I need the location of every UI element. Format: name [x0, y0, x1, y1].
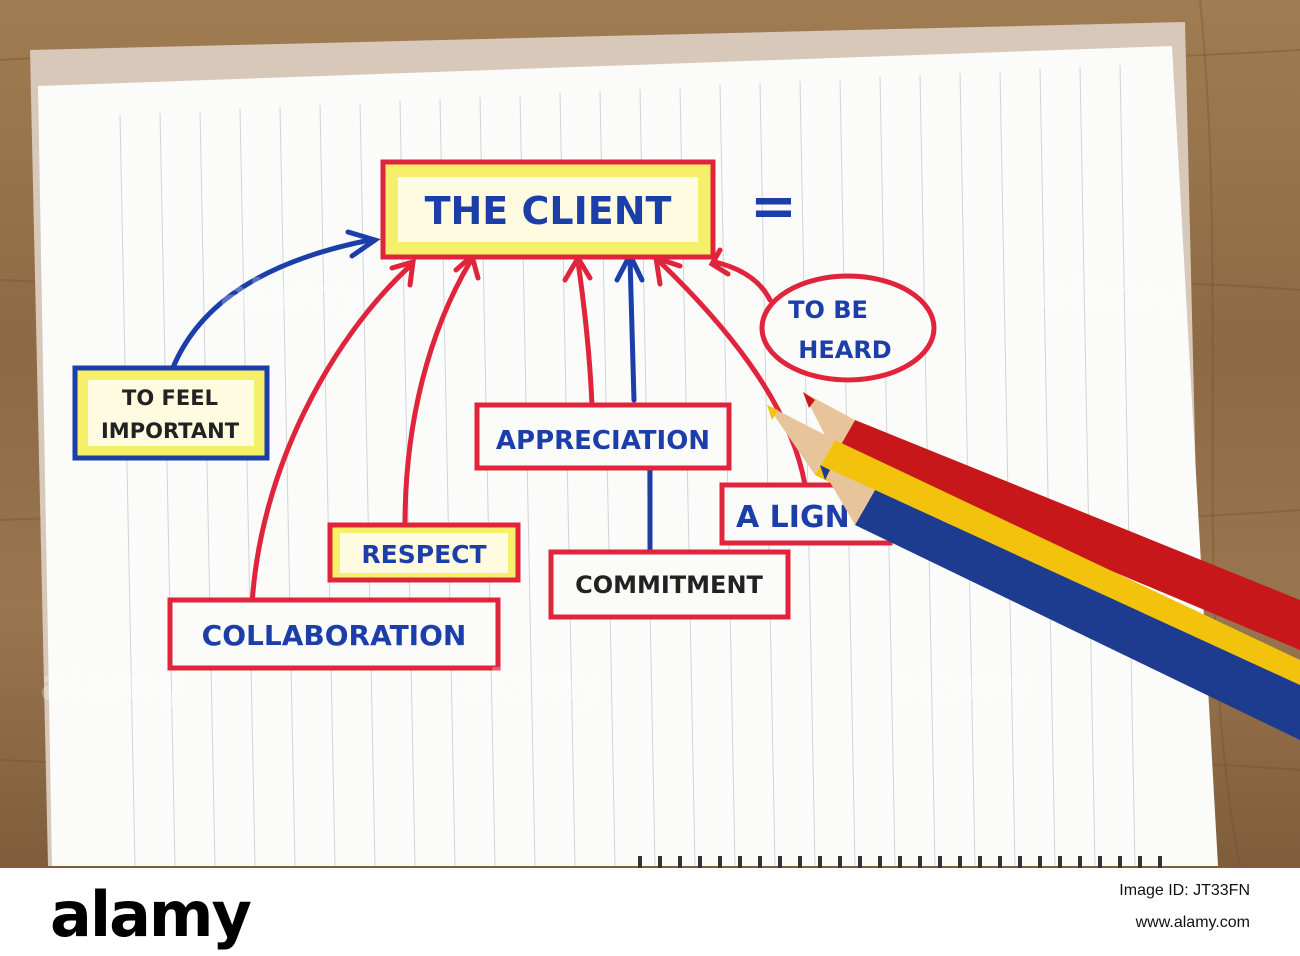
image-id: Image ID: JT33FN — [1119, 882, 1250, 899]
arrow-alignment — [657, 259, 808, 488]
footer-bar: alamy Image ID: JT33FN www.alamy.com — [0, 868, 1300, 956]
red-pencil — [835, 420, 1300, 650]
feel-important-line2: IMPORTANT — [101, 419, 240, 443]
collaboration-label: COLLABORATION — [202, 619, 467, 652]
collaboration-box — [167, 597, 501, 671]
notebook-scene: = THE CLIENT TO FEEL IMPORTANT TO BE HEA… — [0, 0, 1300, 868]
alamy-logo: alamy — [50, 878, 252, 951]
diagram-arrows — [169, 229, 808, 608]
blue-pencil — [855, 490, 1300, 740]
heard-line2: HEARD — [798, 336, 891, 364]
commitment-label: COMMITMENT — [575, 571, 763, 599]
alignment-label: A LIGN — [736, 500, 850, 535]
yellow-pencil-tip — [767, 405, 835, 475]
heard-bubble — [759, 273, 937, 383]
spiral-binding — [638, 856, 1162, 868]
arrow-commitment — [627, 255, 637, 403]
client-label: THE CLIENT — [425, 189, 672, 233]
heard-line1: TO BE — [788, 296, 868, 324]
arrow-appreciation — [575, 259, 595, 408]
red-pencil-tip — [803, 392, 855, 455]
commitment-box — [548, 549, 791, 620]
footer-url: www.alamy.com — [1135, 914, 1250, 931]
respect-label: RESPECT — [361, 540, 486, 569]
appreciation-box — [474, 402, 732, 471]
arrow-feel-important — [169, 237, 373, 373]
feel-important-line1: TO FEEL — [122, 386, 218, 410]
arrowhead-heard — [708, 247, 731, 277]
arrow-respect — [402, 259, 473, 528]
appreciation-label: APPRECIATION — [496, 426, 710, 456]
arrowhead-feel-important — [345, 229, 381, 259]
arrow-heard — [712, 259, 773, 303]
equals-sign: = — [750, 174, 797, 239]
arrowhead-collaboration — [389, 258, 416, 288]
arrow-collaboration — [249, 263, 413, 608]
blue-pencil-tip — [820, 465, 875, 525]
photo: = THE CLIENT TO FEEL IMPORTANT TO BE HEA… — [0, 0, 1300, 868]
colored-pencils — [767, 392, 1300, 740]
